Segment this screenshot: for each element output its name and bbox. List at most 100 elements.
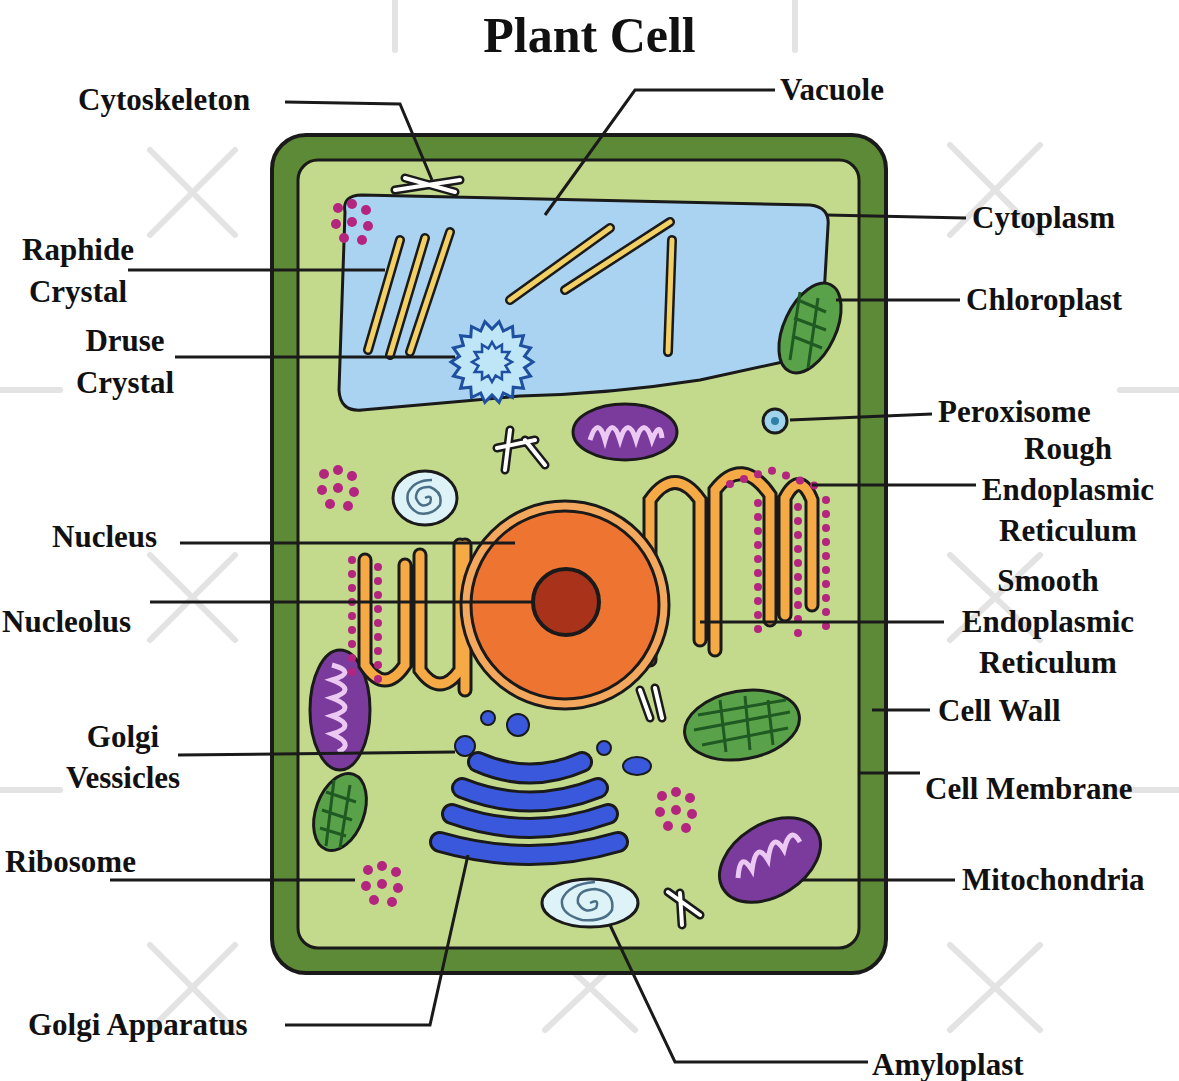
watermark-cross	[950, 945, 1040, 1030]
ribosome	[377, 861, 387, 871]
ribosome	[357, 235, 367, 245]
er-ribosome	[794, 531, 802, 539]
druse-crystal	[451, 322, 533, 403]
mitochondrion	[573, 404, 677, 460]
ribosome	[671, 787, 681, 797]
thylakoid	[320, 780, 356, 848]
mitochondrion	[704, 800, 835, 919]
ribosome	[657, 791, 667, 801]
ribosome	[349, 487, 359, 497]
leader-line	[790, 414, 932, 420]
mitochondria-group	[310, 404, 836, 920]
ribosome	[387, 897, 397, 907]
er-ribosome	[754, 625, 762, 633]
cytoplasm	[298, 160, 859, 948]
er-ribosome	[794, 559, 802, 567]
er-ribosome	[822, 566, 830, 574]
ribosome	[369, 895, 379, 905]
er-ribosome	[374, 563, 382, 571]
ribosome	[687, 809, 697, 819]
smooth-er	[365, 545, 465, 690]
ribosome	[347, 217, 357, 227]
er-ribosome	[348, 556, 356, 564]
nuclear-envelope	[461, 501, 669, 709]
part-label: Chloroplast	[966, 282, 1122, 318]
ribosome	[377, 879, 387, 889]
part-label: Peroxisome	[938, 394, 1091, 430]
er-ribosome	[782, 472, 790, 480]
ribosome	[333, 465, 343, 475]
starch-spiral	[407, 480, 440, 514]
er-ribosome	[754, 541, 762, 549]
er-ribosome	[768, 467, 776, 475]
er-ribosome	[822, 608, 830, 616]
leader-line	[128, 269, 385, 272]
er-ribosome	[794, 545, 802, 553]
er-ribosome	[348, 640, 356, 648]
ribosome	[363, 865, 373, 875]
watermark-cross	[150, 555, 235, 640]
ribosome	[333, 483, 343, 493]
er-ribosome	[754, 499, 762, 507]
part-label: Ribosome	[5, 844, 136, 880]
er-ribosome	[754, 527, 762, 535]
cell-wall	[272, 135, 886, 973]
er-outline	[650, 474, 812, 660]
er-ribosome	[374, 605, 382, 613]
er-ribosome	[348, 570, 356, 578]
part-label: Raphide Crystal	[4, 229, 152, 313]
er-ribosome	[796, 477, 804, 485]
druse-outline	[451, 322, 533, 403]
leader-line	[175, 356, 455, 359]
druse-core	[472, 342, 512, 382]
ribosome	[331, 219, 341, 229]
er-ribosome	[822, 580, 830, 588]
part-label: Cytoplasm	[972, 200, 1115, 236]
leader-line	[859, 772, 920, 775]
golgi-cisterna	[440, 762, 618, 855]
er-ribosome	[740, 475, 748, 483]
er-ribosome	[822, 552, 830, 560]
ribosome	[325, 499, 335, 509]
part-label: Nucleolus	[2, 604, 131, 640]
er-ribosome	[822, 594, 830, 602]
part-label: Cytoskeleton	[78, 82, 250, 118]
part-label: Smooth Endoplasmic Reticulum	[948, 560, 1148, 683]
vacuole	[339, 195, 828, 410]
peroxisome-core	[771, 417, 779, 425]
er-ribosome	[374, 619, 382, 627]
leader-lines	[110, 90, 976, 1062]
er-ribosome	[794, 587, 802, 595]
starch-spiral	[562, 882, 613, 920]
er-ribosome	[348, 654, 356, 662]
diagram-title: Plant Cell	[0, 8, 1179, 62]
er-ribosome	[754, 470, 762, 478]
er-ribosome	[754, 611, 762, 619]
er-ribosome	[754, 597, 762, 605]
ribosome	[363, 221, 373, 231]
part-label: Cell Membrane	[925, 771, 1132, 807]
cytoskeleton-fiber	[395, 178, 700, 925]
part-label: Cell Wall	[938, 693, 1061, 729]
ribosome	[333, 203, 343, 213]
mitochondrion-crista	[590, 428, 662, 441]
ribosome	[317, 485, 327, 495]
er-ribosome	[754, 569, 762, 577]
er-ribosome	[348, 612, 356, 620]
ribosome	[685, 793, 695, 803]
er-ribosome	[794, 517, 802, 525]
leader-line	[180, 542, 515, 545]
er-ribosome	[374, 675, 382, 683]
leader-line	[610, 925, 868, 1062]
ribosome	[347, 199, 357, 209]
thylakoid	[694, 696, 790, 752]
ribosome	[391, 867, 401, 877]
part-label: Druse Crystal	[55, 320, 195, 404]
er-ribosome	[794, 629, 802, 637]
cytoskeleton-outline	[395, 178, 700, 925]
leader-line	[110, 879, 355, 882]
ribosome	[343, 501, 353, 511]
leader-line	[802, 879, 955, 882]
leader-line	[285, 102, 432, 180]
